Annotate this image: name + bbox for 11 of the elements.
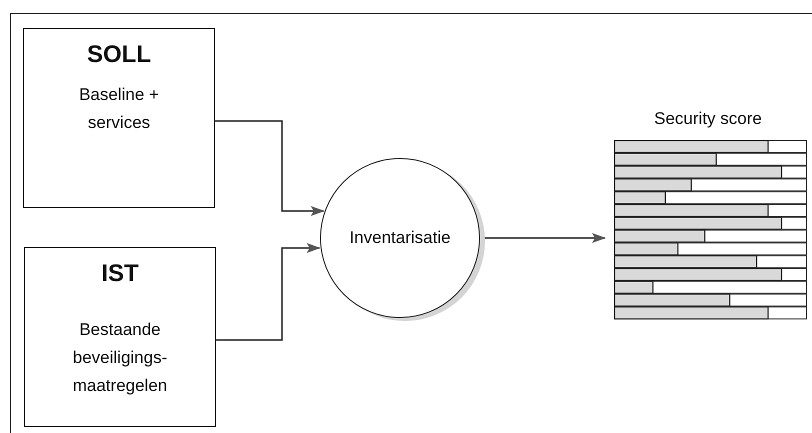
box-heading: SOLL (87, 41, 151, 69)
box-text: Baseline + services (79, 84, 159, 134)
box-text: Bestaande beveiligings- maatregelen (72, 319, 168, 397)
process-box (24, 247, 216, 427)
circle-label: Inventarisatie (349, 227, 451, 250)
chart-title: Security score (654, 108, 762, 130)
arrow (216, 243, 321, 341)
arrow (215, 120, 325, 216)
arrow (482, 233, 606, 243)
process-box (23, 28, 215, 208)
box-heading: IST (101, 260, 139, 288)
